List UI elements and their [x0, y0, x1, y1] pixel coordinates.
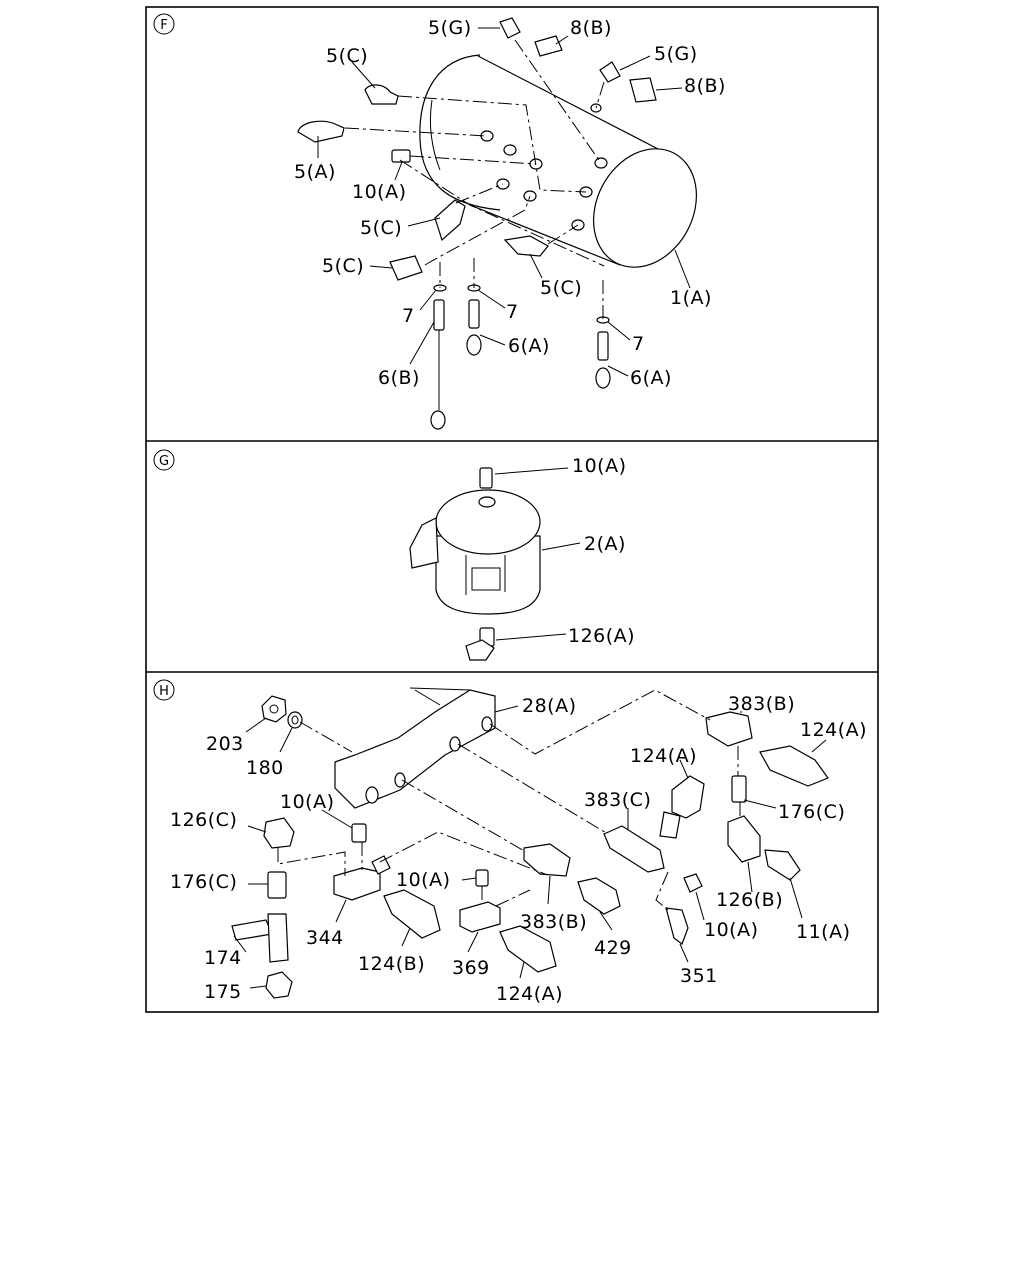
label-7-1: 7	[402, 305, 415, 327]
bracket-28a	[334, 687, 519, 809]
label-5g-2: 5(G)	[654, 43, 698, 65]
label-2a: 2(A)	[584, 533, 626, 555]
washer-180	[287, 711, 303, 729]
label-11a: 11(A)	[796, 921, 851, 943]
label-8b-2: 8(B)	[684, 75, 726, 97]
banjo-351	[665, 907, 689, 945]
section-h: H	[153, 679, 867, 1005]
tank-ports	[480, 103, 608, 231]
fitting-11a	[764, 849, 801, 881]
label-369: 369	[452, 957, 490, 979]
clip-174	[231, 913, 289, 963]
fitting-126b	[727, 815, 761, 863]
section-f: F	[153, 13, 726, 430]
fitting-176c-left	[267, 871, 287, 899]
label-429: 429	[594, 937, 632, 959]
section-g: G 10(A) 2(A) 126(A)	[153, 449, 635, 661]
label-10a-h-top: 10(A)	[280, 791, 335, 813]
nut-203	[261, 695, 287, 723]
label-383b-center: 383(B)	[520, 911, 587, 933]
label-10a-f: 10(A)	[352, 181, 407, 203]
leader-lines-f	[317, 27, 691, 377]
fitting-5c-upper	[364, 84, 399, 105]
fitting-5g-top	[499, 17, 657, 103]
section-badge-g: G	[153, 449, 175, 471]
label-6a-2: 6(A)	[630, 367, 672, 389]
label-6b: 6(B)	[378, 367, 420, 389]
label-176c-right: 176(C)	[778, 801, 845, 823]
connector-383b-top	[705, 711, 753, 747]
label-5c-3: 5(C)	[322, 255, 364, 277]
svg-text:G: G	[159, 454, 169, 469]
label-6a-1: 6(A)	[508, 335, 550, 357]
fitting-5c-lower	[389, 255, 423, 281]
label-383b-top: 383(B)	[728, 693, 795, 715]
plug-10a-g	[479, 467, 569, 489]
diagram-frame	[145, 6, 879, 1013]
label-124a-bottom: 124(A)	[496, 983, 563, 1005]
label-351: 351	[680, 965, 718, 987]
switch-124a-middle	[659, 775, 705, 839]
switch-124a-top-right	[759, 745, 829, 787]
fitting-5c-mid	[434, 199, 466, 242]
svg-text:F: F	[160, 18, 167, 33]
label-5g-1: 5(G)	[428, 17, 472, 39]
hose-383c	[603, 825, 665, 873]
fitting-5a	[297, 120, 345, 143]
label-126a: 126(A)	[568, 625, 635, 647]
label-124a-top-right: 124(A)	[800, 719, 867, 741]
label-344: 344	[306, 927, 344, 949]
leader-lines-h	[233, 711, 827, 989]
labels-g: 10(A) 2(A) 126(A)	[568, 455, 635, 647]
fitting-176c-right	[731, 775, 747, 803]
label-124a-middle: 124(A)	[630, 745, 697, 767]
fitting-126c	[263, 817, 295, 849]
connector-383b-center	[523, 843, 571, 877]
label-180: 180	[246, 757, 284, 779]
label-175: 175	[204, 981, 242, 1003]
connection-lines-h	[277, 689, 741, 911]
sensor-429	[577, 877, 621, 915]
plug-10a-h-right	[683, 873, 703, 893]
air-tank	[419, 54, 698, 268]
switch-124a-bottom	[499, 925, 557, 973]
connection-lines-f	[344, 39, 605, 320]
washers-7	[433, 284, 610, 324]
label-203: 203	[206, 733, 244, 755]
label-7-2: 7	[506, 301, 519, 323]
section-badge-f: F	[153, 13, 175, 35]
label-28a: 28(A)	[522, 695, 577, 717]
cap-175	[265, 971, 293, 999]
label-383c: 383(C)	[584, 789, 651, 811]
label-126c: 126(C)	[170, 809, 237, 831]
label-7-3: 7	[632, 333, 645, 355]
label-10a-g: 10(A)	[572, 455, 627, 477]
label-126b: 126(B)	[716, 889, 783, 911]
fitting-5c-right	[503, 235, 549, 257]
fitting-126a	[465, 627, 567, 661]
label-8b-1: 8(B)	[570, 17, 612, 39]
svg-text:H: H	[159, 684, 169, 699]
reservoir-2a	[409, 489, 581, 615]
label-10a-h-right: 10(A)	[704, 919, 759, 941]
label-10a-h-center: 10(A)	[396, 869, 451, 891]
label-124b: 124(B)	[358, 953, 425, 975]
label-5c-2: 5(C)	[360, 217, 402, 239]
label-5c-4: 5(C)	[540, 277, 582, 299]
labels-f: 5(G) 8(B) 5(G) 8(B) 5(C) 5(A) 10(A) 5(C)…	[294, 17, 726, 389]
label-174: 174	[204, 947, 242, 969]
label-5c-1: 5(C)	[326, 45, 368, 67]
drain-valve-6b	[430, 299, 446, 430]
drain-valve-6a-mid	[466, 299, 482, 356]
drain-valve-6a-right	[595, 331, 611, 389]
switch-124b	[383, 889, 441, 939]
section-badge-h: H	[153, 679, 175, 701]
label-1a: 1(A)	[670, 287, 712, 309]
label-176c-left: 176(C)	[170, 871, 237, 893]
labels-h: 28(A) 383(B) 124(A) 203 180 124(A) 383(C…	[170, 693, 867, 1005]
label-5a: 5(A)	[294, 161, 336, 183]
